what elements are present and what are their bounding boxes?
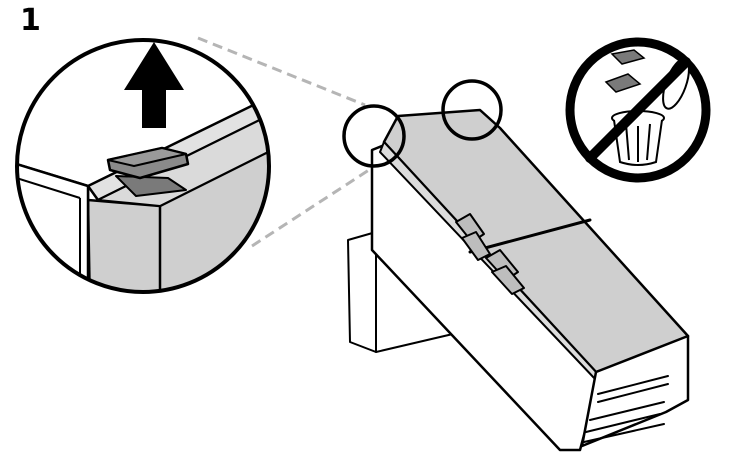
up-arrow-icon bbox=[124, 42, 184, 128]
end-grille bbox=[583, 375, 669, 443]
magnifier-detail bbox=[15, 38, 271, 294]
door-split-line bbox=[468, 218, 592, 254]
hinge-cover-recess bbox=[115, 175, 187, 197]
corner-highlight-circle-left bbox=[342, 104, 406, 168]
magnifier-leader-lines bbox=[197, 36, 373, 248]
fridge-end-face bbox=[580, 334, 690, 448]
corner-highlight-circle-right bbox=[441, 79, 503, 141]
step-number: 1 bbox=[20, 3, 41, 38]
door-hinges bbox=[455, 213, 525, 295]
no-discard-in-trash-icon bbox=[565, 37, 711, 183]
refrigerator bbox=[342, 79, 690, 452]
